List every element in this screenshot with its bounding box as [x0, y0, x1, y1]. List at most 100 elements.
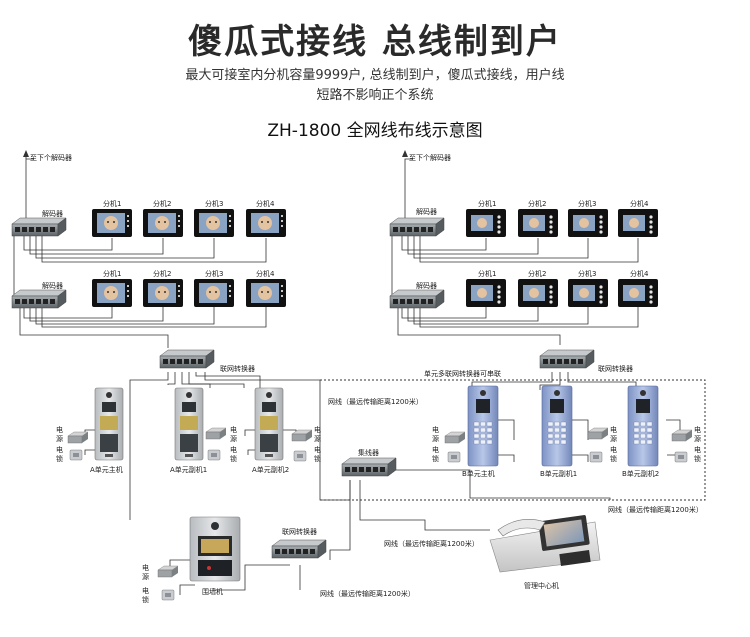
label-net-converter-left: 联网转换器	[220, 364, 255, 373]
label-pwr-wall-2: 源	[142, 572, 149, 581]
net-converter-right	[539, 349, 595, 369]
arrows	[23, 150, 408, 157]
monitor-left-r2-4	[246, 279, 286, 307]
label-ext1-r2: 分机1	[478, 269, 496, 278]
power-supply-a-sub2	[291, 429, 313, 442]
monitor-right-r1-3	[568, 209, 608, 237]
b-unit-sub1-panel	[541, 385, 573, 467]
net-converter-wall	[271, 539, 327, 559]
label-ext4-r1: 分机4	[630, 199, 649, 208]
a-unit-sub1-panel	[174, 387, 204, 461]
label-decoder-left-2: 解码器	[42, 281, 63, 290]
monitor-left-r2-3	[194, 279, 234, 307]
label-lock-wall-2: 锁	[142, 595, 149, 604]
label-pwr-a-sub2-1: 电	[314, 425, 321, 434]
label-ext2-r1: 分机2	[528, 199, 546, 208]
decoder-left-1	[11, 217, 67, 237]
monitor-left-r1-3	[194, 209, 234, 237]
label-pwr-a-main-2: 源	[56, 434, 63, 443]
monitor-left-r2-1	[92, 279, 132, 307]
label-pwr-b-main-1: 电	[432, 425, 439, 434]
label-b-sub1: B单元副机1	[540, 469, 577, 478]
label-pwr-a-main-1: 电	[56, 425, 63, 434]
label-ext4-l1: 分机4	[256, 199, 275, 208]
label-pwr-b-sub2-1: 电	[694, 425, 701, 434]
power-supply-b-sub2	[671, 429, 693, 442]
label-ext2-l1: 分机2	[153, 199, 171, 208]
label-lock-a-sub2-1: 电	[314, 445, 321, 454]
label-lock-wall-1: 电	[142, 586, 149, 595]
label-net-converter-wall: 联网转换器	[282, 527, 317, 536]
label-lock-a-main-1: 电	[56, 445, 63, 454]
label-lock-b-sub2-2: 锁	[694, 454, 701, 463]
label-lock-b-sub2-1: 电	[694, 445, 701, 454]
label-lock-a-sub2-2: 锁	[314, 454, 321, 463]
label-pwr-a-sub2-2: 源	[314, 434, 321, 443]
label-lock-a-sub1-2: 锁	[230, 454, 237, 463]
label-decoder-right-1: 解码器	[416, 207, 437, 216]
label-a-sub1: A单元副机1	[170, 465, 207, 474]
label-decoder-right-2: 解码器	[416, 281, 437, 290]
label-b-main: B单元主机	[462, 469, 495, 478]
lock-a-sub1	[207, 449, 221, 461]
label-ext1-r1: 分机1	[478, 199, 496, 208]
monitor-right-r2-4	[618, 279, 658, 307]
power-supply-a-main	[67, 431, 89, 444]
lock-a-sub2	[293, 450, 307, 462]
label-wall-unit: 围墙机	[202, 587, 223, 596]
label-ext3-r1: 分机3	[578, 199, 596, 208]
label-center: 管理中心机	[524, 581, 559, 590]
decoder-right-1	[389, 217, 445, 237]
lock-b-main	[447, 451, 461, 463]
management-center	[489, 515, 601, 573]
label-ext1-l2: 分机1	[103, 269, 121, 278]
label-ext2-l2: 分机2	[153, 269, 171, 278]
monitor-right-r1-1	[466, 209, 506, 237]
diagram-title: ZH-1800 全网线布线示意图	[267, 121, 483, 141]
monitor-right-r2-1	[466, 279, 506, 307]
monitor-left-r1-2	[143, 209, 183, 237]
label-net-converter-right: 联网转换器	[598, 364, 633, 373]
label-pwr-a-sub1-2: 源	[230, 434, 237, 443]
label-lock-b-sub1-1: 电	[610, 445, 617, 454]
label-ext2-r2: 分机2	[528, 269, 546, 278]
monitor-left-r1-1	[92, 209, 132, 237]
label-pwr-b-sub1-2: 源	[610, 434, 617, 443]
lock-b-sub2	[674, 451, 688, 463]
label-hub: 集线器	[358, 448, 379, 457]
lock-a-main	[69, 449, 83, 461]
label-ext3-l1: 分机3	[205, 199, 223, 208]
label-b-sub2: B单元副机2	[622, 469, 659, 478]
label-to-next-decoder-left: 至下个解码器	[30, 153, 72, 162]
wall-unit	[189, 516, 241, 582]
label-ext4-l2: 分机4	[256, 269, 275, 278]
label-cable-1: 网线（最远传输距离1200米）	[328, 397, 423, 406]
label-unit-multi-converter: 单元多联网转换器可串联	[424, 369, 501, 378]
monitor-right-r2-2	[518, 279, 558, 307]
label-lock-b-main-1: 电	[432, 445, 439, 454]
b-unit-sub2-panel	[627, 385, 659, 467]
label-pwr-b-main-2: 源	[432, 434, 439, 443]
label-ext4-r2: 分机4	[630, 269, 649, 278]
label-decoder-left-1: 解码器	[42, 209, 63, 218]
label-cable-2: 网线（最远传输距离1200米）	[608, 505, 703, 514]
power-supply-wall	[157, 565, 179, 578]
main-title: 傻瓜式接线 总线制到户	[188, 22, 562, 62]
label-cable-4: 网线（最远传输距离1200米）	[320, 589, 415, 598]
label-pwr-a-sub1-1: 电	[230, 425, 237, 434]
monitor-right-r2-3	[568, 279, 608, 307]
hub	[341, 457, 397, 477]
label-a-sub2: A单元副机2	[252, 465, 289, 474]
label-ext3-l2: 分机3	[205, 269, 223, 278]
label-pwr-wall-1: 电	[142, 563, 149, 572]
lock-wall	[161, 589, 175, 601]
monitor-right-r1-2	[518, 209, 558, 237]
label-pwr-b-sub1-1: 电	[610, 425, 617, 434]
wires	[13, 154, 681, 595]
subtitle-line-2: 短路不影响正个系统	[316, 88, 434, 103]
power-supply-a-sub1	[205, 427, 227, 440]
label-ext3-r2: 分机3	[578, 269, 596, 278]
label-pwr-b-sub2-2: 源	[694, 434, 701, 443]
a-unit-sub2-panel	[254, 387, 284, 461]
decoder-right-2	[389, 289, 445, 309]
